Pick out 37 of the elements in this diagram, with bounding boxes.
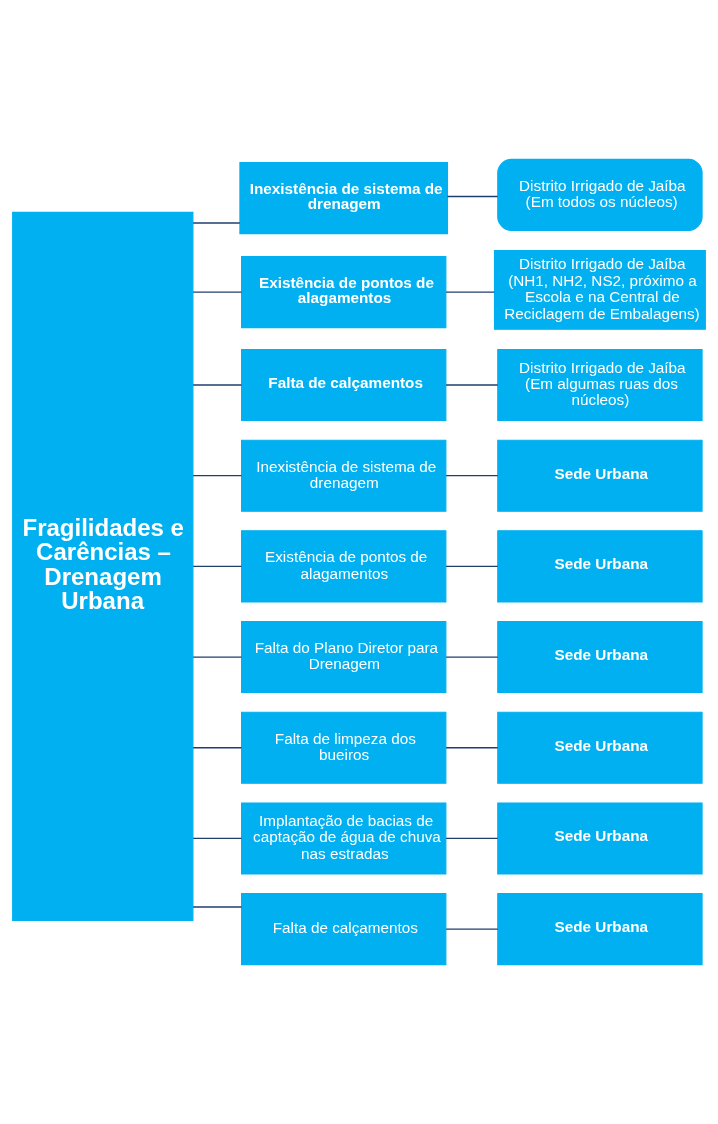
node-box: Distrito Irrigado de Jaíba (NH1, NH2, NS2, próximo a Escola e na Central de Reciclagem de Embalagens) bbox=[493, 250, 706, 330]
node-box: Distrito Irrigado de Jaíba (Em algumas ruas dos núcleos) bbox=[497, 348, 703, 422]
connector bbox=[192, 656, 243, 658]
node-box: Fragilidades e Carências – Drenagem Urbana bbox=[12, 211, 194, 921]
node-box: Sede Urbana bbox=[497, 530, 703, 603]
connector bbox=[445, 291, 495, 293]
connector bbox=[445, 475, 499, 477]
node-box: Sede Urbana bbox=[497, 439, 703, 512]
node-box: Distrito Irrigado de Jaíba (Em todos os núcleos) bbox=[497, 158, 703, 231]
connector bbox=[445, 928, 499, 930]
connector bbox=[192, 475, 243, 477]
node-box: Falta de calçamentos bbox=[241, 348, 447, 422]
connector bbox=[192, 565, 243, 568]
node-box: Falta do Plano Diretor para Drenagem bbox=[241, 621, 447, 694]
node-box: Sede Urbana bbox=[497, 802, 703, 875]
node-box: Sede Urbana bbox=[497, 621, 703, 694]
connector bbox=[192, 222, 241, 224]
connector bbox=[445, 747, 499, 749]
connector bbox=[192, 747, 243, 749]
connector bbox=[192, 384, 243, 386]
connector bbox=[192, 906, 243, 908]
connector bbox=[445, 384, 499, 386]
node-box: Existência de pontos de alagamentos bbox=[241, 530, 447, 603]
connector bbox=[445, 837, 499, 840]
node-box: Falta de limpeza dos bueiros bbox=[241, 711, 447, 784]
node-box: Implantação de bacias de captação de água de chuva nas estradas bbox=[241, 802, 447, 875]
connector bbox=[192, 837, 243, 840]
connector bbox=[445, 565, 499, 568]
connector bbox=[446, 195, 499, 198]
node-box: Falta de calçamentos bbox=[241, 893, 447, 966]
node-box: Existência de pontos de alagamentos bbox=[241, 256, 447, 329]
node-box: Inexistência de sistema de drenagem bbox=[241, 439, 447, 512]
node-box: Inexistência de sistema de drenagem bbox=[239, 162, 449, 235]
connector bbox=[192, 291, 243, 293]
node-box: Sede Urbana bbox=[497, 893, 703, 966]
connector bbox=[445, 656, 499, 658]
node-box: Sede Urbana bbox=[497, 711, 703, 784]
